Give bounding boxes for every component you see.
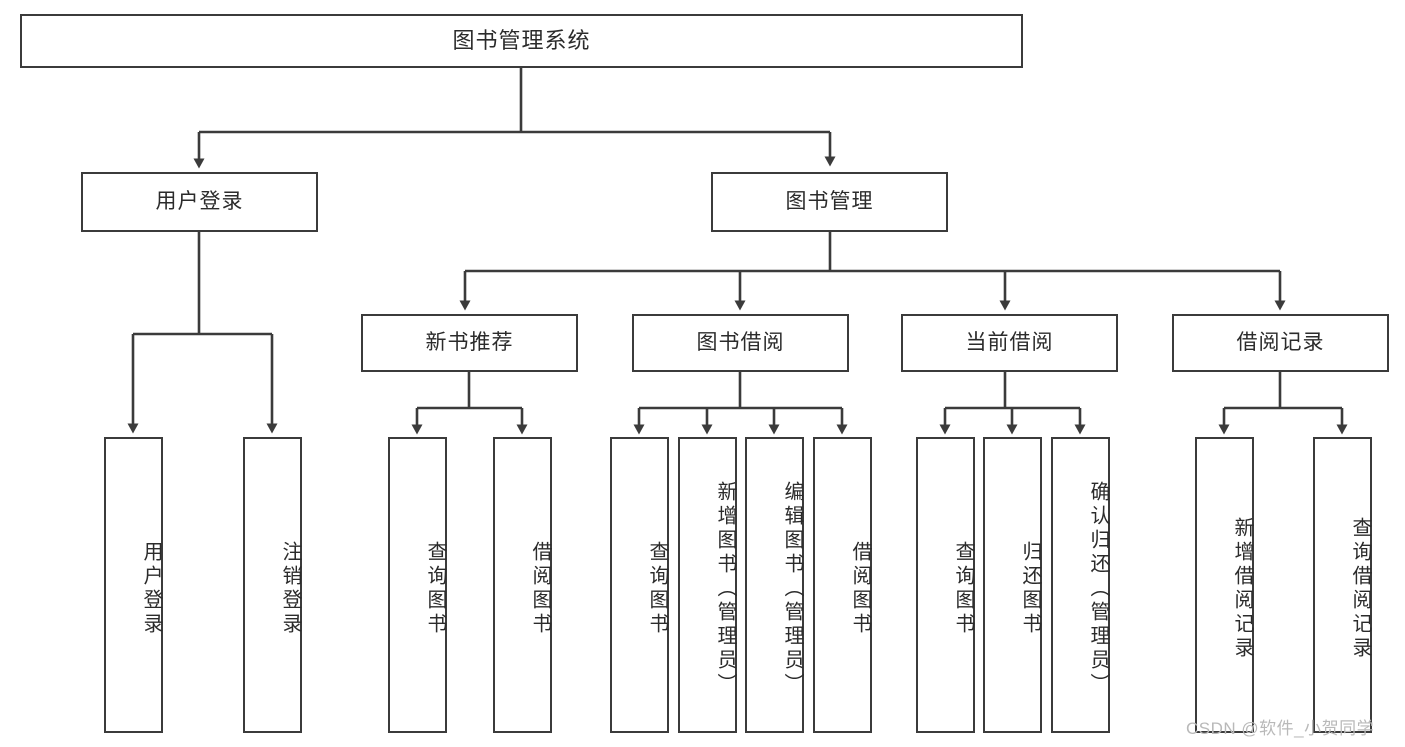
node-book-borrow-label: 图书借阅: [696, 331, 785, 355]
leaf-borrow-book-2-label: 借阅图书: [849, 541, 871, 637]
leaf-borrow-book-2[interactable]: 借阅图书: [813, 437, 872, 733]
leaf-confirm-return[interactable]: 确认归还（管理员）: [1051, 437, 1110, 733]
leaf-user-logout-label: 注销登录: [279, 541, 301, 637]
node-user-login-label: 用户登录: [155, 190, 244, 214]
leaf-query-book-3[interactable]: 查询图书: [916, 437, 975, 733]
node-root-label: 图书管理系统: [452, 27, 591, 53]
node-root[interactable]: 图书管理系统: [20, 14, 1023, 68]
leaf-add-book[interactable]: 新增图书（管理员）: [678, 437, 737, 733]
leaf-user-logout[interactable]: 注销登录: [243, 437, 302, 733]
leaf-edit-book[interactable]: 编辑图书（管理员）: [745, 437, 804, 733]
leaf-query-book-1-label: 查询图书: [424, 541, 446, 637]
leaf-edit-book-label: 编辑图书（管理员）: [781, 481, 803, 697]
leaf-add-record[interactable]: 新增借阅记录: [1195, 437, 1254, 733]
leaf-query-book-2[interactable]: 查询图书: [610, 437, 669, 733]
leaf-add-record-label: 新增借阅记录: [1231, 517, 1253, 661]
leaf-query-record-label: 查询借阅记录: [1349, 517, 1371, 661]
node-current-borrow-label: 当前借阅: [965, 331, 1054, 355]
leaf-user-login[interactable]: 用户登录: [104, 437, 163, 733]
node-current-borrow[interactable]: 当前借阅: [901, 314, 1118, 372]
node-new-book-rec[interactable]: 新书推荐: [361, 314, 578, 372]
leaf-query-book-1[interactable]: 查询图书: [388, 437, 447, 733]
node-user-login[interactable]: 用户登录: [81, 172, 318, 232]
leaf-query-record[interactable]: 查询借阅记录: [1313, 437, 1372, 733]
leaf-return-book-label: 归还图书: [1019, 541, 1041, 637]
node-new-book-rec-label: 新书推荐: [425, 331, 514, 355]
leaf-query-book-2-label: 查询图书: [646, 541, 668, 637]
leaf-confirm-return-label: 确认归还（管理员）: [1087, 481, 1109, 697]
node-borrow-record-label: 借阅记录: [1236, 331, 1325, 355]
node-book-manage-label: 图书管理: [785, 190, 874, 214]
leaf-borrow-book-1[interactable]: 借阅图书: [493, 437, 552, 733]
leaf-user-login-label: 用户登录: [140, 541, 162, 637]
node-borrow-record[interactable]: 借阅记录: [1172, 314, 1389, 372]
leaf-add-book-label: 新增图书（管理员）: [714, 481, 736, 697]
node-book-manage[interactable]: 图书管理: [711, 172, 948, 232]
watermark: CSDN @软件_小贺同学: [1186, 719, 1375, 738]
leaf-borrow-book-1-label: 借阅图书: [529, 541, 551, 637]
leaf-return-book[interactable]: 归还图书: [983, 437, 1042, 733]
node-book-borrow[interactable]: 图书借阅: [632, 314, 849, 372]
leaf-query-book-3-label: 查询图书: [952, 541, 974, 637]
